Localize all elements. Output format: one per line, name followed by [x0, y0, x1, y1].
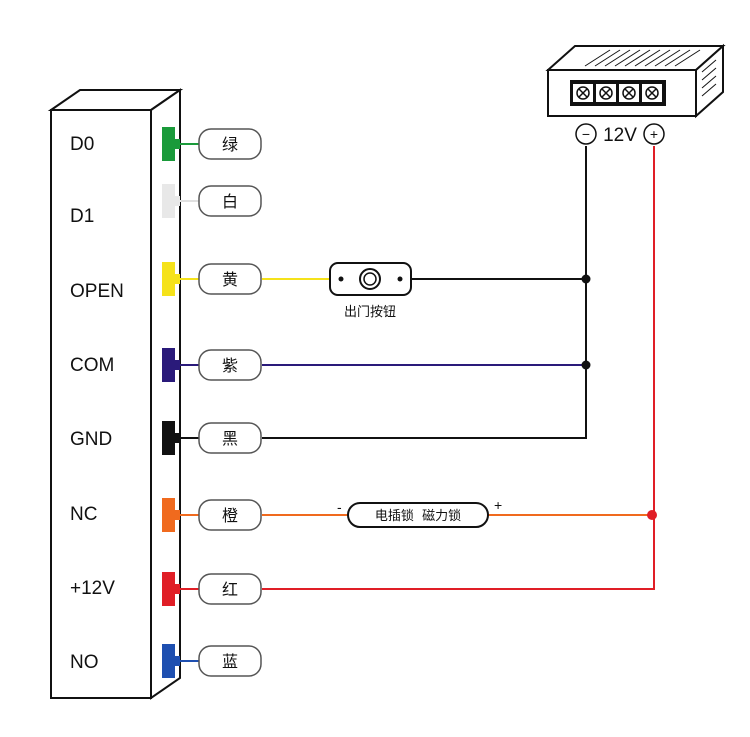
terminal-label-d1: D1 — [70, 206, 94, 227]
wires — [262, 146, 657, 590]
wire-color-pill — [198, 573, 262, 605]
wire-color-pill — [198, 349, 262, 381]
wire-color-label: 黑 — [222, 429, 238, 448]
junction-dot — [581, 360, 591, 370]
terminal-block-com — [162, 348, 175, 382]
wire-color-pill — [198, 422, 262, 454]
wire-color-pill — [198, 499, 262, 531]
terminal-notch — [175, 274, 180, 284]
power-supply: − + 12V — [545, 43, 726, 146]
terminal-label-gnd: GND — [70, 429, 112, 450]
screw-terminals — [573, 84, 662, 102]
junction-dot — [647, 510, 657, 520]
wire-color-label: 蓝 — [222, 652, 238, 671]
terminal-notch — [175, 584, 180, 594]
terminal-block-gnd — [162, 421, 175, 455]
plus-terminal-icon — [643, 123, 665, 145]
junction-dot — [581, 274, 591, 284]
minus-terminal-icon — [575, 123, 597, 145]
terminal-notch — [175, 510, 180, 520]
terminal-label-d0: D0 — [70, 134, 94, 155]
terminal-label-com: COM — [70, 355, 114, 376]
controller-box — [47, 88, 184, 700]
terminal-notch — [175, 360, 180, 370]
wire-12v — [262, 146, 655, 590]
wire-color-label: 红 — [222, 580, 238, 599]
lock: 电插锁 磁力锁 - + — [337, 497, 502, 528]
terminal-notch — [175, 139, 180, 149]
terminal-block-d1 — [162, 184, 175, 218]
terminal-block-12v — [162, 572, 175, 606]
terminal-notch — [175, 433, 180, 443]
exit-button: 出门按钮 — [329, 262, 412, 320]
psu-plus: + — [650, 126, 658, 142]
wire-color-label: 橙 — [222, 506, 238, 525]
terminal-notch — [175, 656, 180, 666]
wire-color-label: 紫 — [222, 356, 238, 375]
terminal-label-12v: +12V — [70, 578, 115, 599]
terminal-labels: D0 D1 OPEN COM GND NC +12V NO — [70, 134, 124, 673]
terminal-label-open: OPEN — [70, 281, 124, 302]
terminal-notch — [175, 196, 180, 206]
wire-color-label: 绿 — [222, 135, 238, 154]
wire-color-pill — [198, 645, 262, 677]
lock-label: 电插锁 磁力锁 — [375, 508, 461, 524]
wire-color-pill — [198, 263, 262, 295]
lock-plus: + — [494, 497, 502, 513]
terminal-block-d0 — [162, 127, 175, 161]
wire-color-label: 黄 — [222, 270, 238, 289]
lock-minus: - — [337, 499, 342, 515]
exit-button-label: 出门按钮 — [344, 305, 396, 320]
terminal-block-nc — [162, 498, 175, 532]
terminal-block-open — [162, 262, 175, 296]
psu-label: 12V — [603, 125, 637, 146]
terminal-block-no — [162, 644, 175, 678]
psu-minus: − — [582, 126, 590, 142]
terminal-label-no: NO — [70, 652, 99, 673]
wire-color-pill — [198, 128, 262, 160]
terminal-label-nc: NC — [70, 504, 97, 525]
wire-color-label: 白 — [222, 192, 238, 211]
wire-color-pill — [198, 185, 262, 217]
